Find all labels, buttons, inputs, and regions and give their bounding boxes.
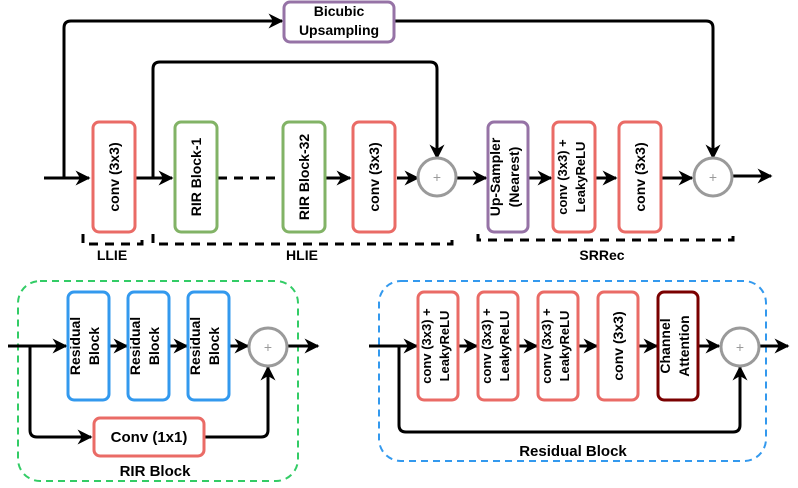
upsampler-label-line1: Up-Sampler — [487, 137, 503, 216]
rb-conv-4: conv (3x3) — [596, 290, 640, 402]
srrec-conv-lrelu-line1: conv (3x3) + — [555, 139, 570, 215]
srrec-group-label: SRRec — [579, 247, 624, 263]
hlie-skip-path — [151, 60, 445, 178]
bicubic-upsampling-block: Bicubic Upsampling — [282, 0, 396, 44]
rir-block-1: RIR Block-1 — [173, 120, 219, 234]
rb-conv-lrelu-2-line1: conv (3x3) + — [479, 308, 494, 384]
srrec-bracket — [476, 232, 735, 242]
rir-residual-block-3-line1: Residual — [187, 317, 203, 375]
rir-residual-block-1: Residual Block — [66, 290, 111, 402]
rir-block-32: RIR Block-32 — [281, 120, 327, 234]
rb-conv-lrelu-3: conv (3x3) + LeakyReLU — [536, 290, 580, 402]
sum-symbol: + — [709, 169, 717, 185]
sum-symbol: + — [433, 169, 441, 185]
rir-residual-block-3: Residual Block — [186, 290, 231, 402]
rir-skip-conv-label: Conv (1x1) — [111, 429, 188, 446]
sum-symbol: + — [264, 339, 272, 355]
upsampler-label-line2: (Nearest) — [506, 147, 522, 208]
llie-conv-block: conv (3x3) — [91, 120, 137, 234]
rir-block-title: RIR Block — [120, 463, 192, 480]
llie-conv-label: conv (3x3) — [106, 142, 122, 211]
hlie-group-label: HLIE — [286, 247, 318, 263]
rb-sum-node: + — [719, 326, 761, 368]
rir-residual-block-1-line1: Residual — [67, 317, 83, 375]
residual-block-title: Residual Block — [519, 443, 627, 460]
bicubic-skip-path-in — [62, 13, 284, 178]
rb-conv-lrelu-3-line1: conv (3x3) + — [539, 308, 554, 384]
rb-conv-lrelu-1-line1: conv (3x3) + — [419, 308, 434, 384]
hlie-conv-label: conv (3x3) — [366, 142, 382, 211]
rir-skip-path — [28, 346, 93, 445]
srrec-conv-label: conv (3x3) — [632, 142, 648, 211]
rir-residual-block-2-line2: Block — [146, 327, 162, 365]
rir-block-32-label: RIR Block-32 — [296, 134, 312, 221]
rir-block-group — [17, 280, 299, 482]
llie-bracket — [81, 234, 144, 246]
rir-skip-to-sum — [205, 365, 276, 439]
rb-conv-lrelu-2: conv (3x3) + LeakyReLU — [476, 290, 520, 402]
rir-residual-block-2: Residual Block — [126, 290, 171, 402]
residual-block-group — [378, 280, 767, 462]
rb-skip-path — [397, 346, 748, 434]
bicubic-skip-path-out — [395, 19, 721, 160]
rir-residual-block-1-line2: Block — [86, 327, 102, 365]
upsampler-block: Up-Sampler (Nearest) — [486, 120, 530, 234]
llie-group-label: LLIE — [97, 247, 127, 263]
rb-channel-attention: Channel Attention — [656, 290, 700, 402]
srrec-conv-block: conv (3x3) — [617, 120, 663, 234]
rb-conv-lrelu-1: conv (3x3) + LeakyReLU — [416, 290, 460, 402]
rb-channel-attention-line2: Attention — [676, 315, 692, 376]
final-sum-node: + — [692, 156, 734, 198]
srrec-conv-lrelu-block: conv (3x3) + LeakyReLU — [551, 120, 597, 234]
rir-residual-block-3-line2: Block — [206, 327, 222, 365]
sum-symbol: + — [736, 339, 744, 355]
bicubic-label-line1: Bicubic — [314, 3, 365, 19]
rir-skip-conv-block: Conv (1x1) — [92, 416, 206, 458]
hlie-sum-node: + — [416, 156, 458, 198]
rb-conv-lrelu-1-line2: LeakyReLU — [437, 311, 452, 382]
hlie-conv-block: conv (3x3) — [351, 120, 397, 234]
rb-conv-lrelu-3-line2: LeakyReLU — [557, 311, 572, 382]
rir-residual-block-2-line1: Residual — [127, 317, 143, 375]
hlie-bracket — [151, 234, 454, 246]
rb-conv-4-label: conv (3x3) — [610, 311, 626, 380]
srrec-conv-lrelu-line2: LeakyReLU — [573, 142, 588, 213]
rir-block-1-label: RIR Block-1 — [188, 138, 204, 217]
bicubic-label-line2: Upsampling — [299, 22, 379, 38]
rb-channel-attention-line1: Channel — [657, 318, 673, 373]
rb-conv-lrelu-2-line2: LeakyReLU — [497, 311, 512, 382]
rir-sum-node: + — [247, 326, 289, 368]
